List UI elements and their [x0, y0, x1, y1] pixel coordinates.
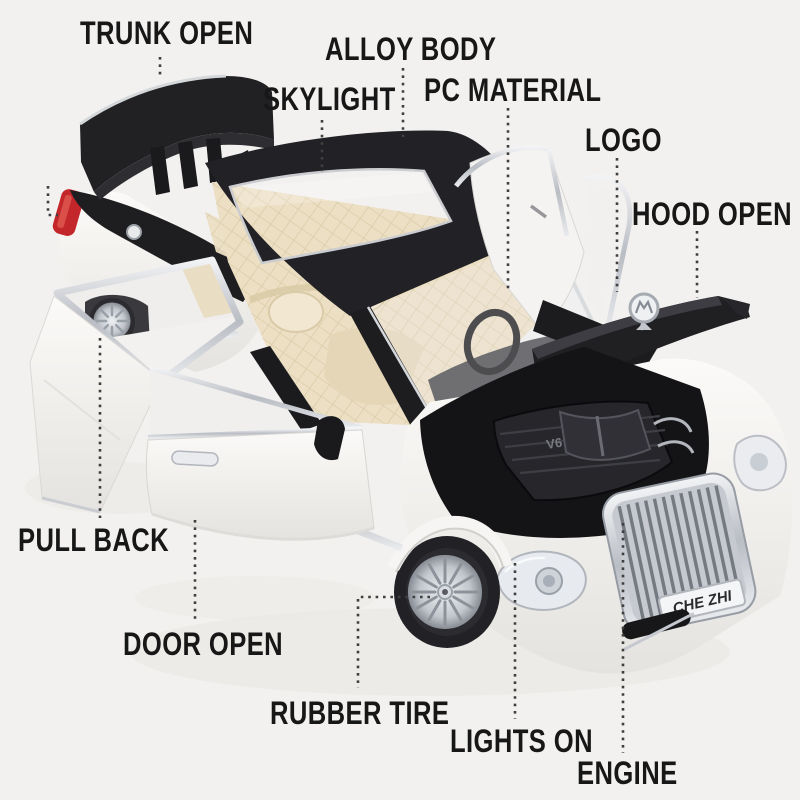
- headlight-left: [495, 550, 587, 611]
- label-skylight: SKYLIGHT: [263, 81, 396, 117]
- bumper-intake: [622, 609, 695, 651]
- label-alloy-body: ALLOY BODY: [325, 31, 497, 67]
- rear-right-door: [454, 144, 585, 330]
- label-rubber-tire: RUBBER TIRE: [270, 695, 450, 731]
- skylight-window: [228, 168, 453, 265]
- skylight-glass-sheen: [233, 172, 432, 208]
- label-lights-on: LIGHTS ON: [450, 723, 593, 759]
- front-left-door: [145, 346, 375, 541]
- label-pc-material: PC MATERIAL: [424, 72, 602, 108]
- headlight-right: [733, 434, 787, 492]
- maybach-logo-ornament: [628, 292, 660, 331]
- fender-arch: [387, 515, 513, 572]
- label-door-open: DOOR OPEN: [123, 626, 284, 662]
- rear-wheel: [93, 302, 131, 340]
- engine-badge-text: V6: [545, 435, 563, 452]
- label-hood-open: HOOD OPEN: [632, 196, 793, 232]
- label-logo: LOGO: [585, 122, 662, 158]
- fender-arch-edge: [395, 527, 504, 573]
- label-pull-back: PULL BACK: [18, 522, 170, 558]
- front-wheel: [394, 536, 500, 648]
- label-trunk-open: TRUNK OPEN: [80, 15, 254, 51]
- door-handle: [171, 450, 219, 467]
- rubber-tire-connector: [356, 595, 430, 688]
- a-pillar: [350, 306, 434, 428]
- label-engine: ENGINE: [577, 755, 678, 791]
- taillight-connector: [46, 186, 58, 217]
- trunk-badge: [126, 224, 142, 240]
- side-mirror: [314, 416, 345, 461]
